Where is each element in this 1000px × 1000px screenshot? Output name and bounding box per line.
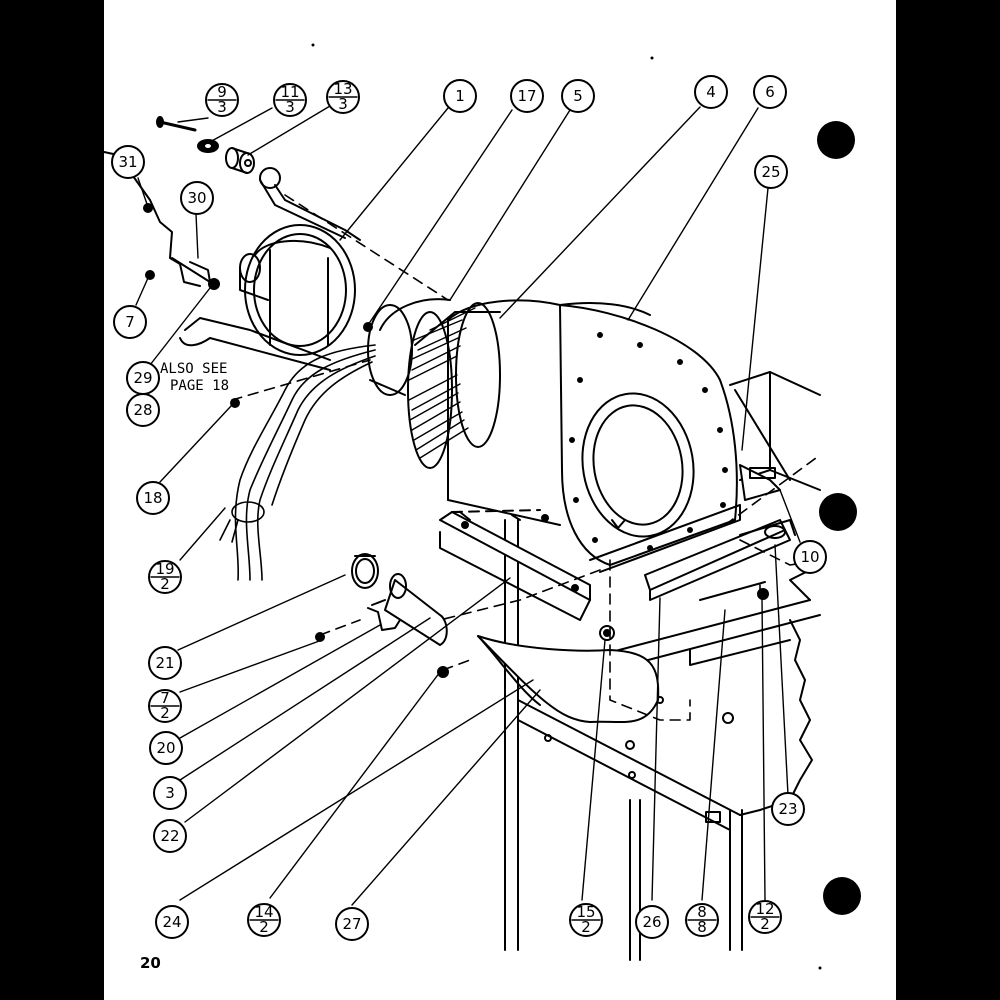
callout-1-text: 1 bbox=[455, 87, 465, 105]
fraction-14-2-bottom: 2 bbox=[259, 918, 269, 936]
callout-23-text: 23 bbox=[778, 800, 797, 818]
fraction-14-2-top: 14 bbox=[254, 903, 273, 921]
fraction-15-2-top: 15 bbox=[576, 903, 595, 921]
leader-lines bbox=[135, 105, 801, 906]
small-parts bbox=[315, 553, 615, 678]
wiring-harness bbox=[219, 344, 376, 581]
fraction-12-2-top: 12 bbox=[755, 900, 774, 918]
callout-20: 20 bbox=[149, 731, 183, 765]
callout-22: 22 bbox=[153, 819, 187, 853]
callout-3: 3 bbox=[153, 776, 187, 810]
fraction-8-8-bottom: 8 bbox=[697, 918, 707, 936]
callout-28-text: 28 bbox=[133, 401, 152, 419]
callout-5: 5 bbox=[561, 79, 595, 113]
callout-21: 21 bbox=[148, 646, 182, 680]
callout-17: 17 bbox=[510, 79, 544, 113]
callout-7: 7 bbox=[113, 305, 147, 339]
fraction-callout-9-3: 9 3 bbox=[205, 83, 239, 117]
callout-4: 4 bbox=[694, 75, 728, 109]
callout-23: 23 bbox=[771, 792, 805, 826]
binder-hole-top bbox=[817, 121, 855, 159]
callout-4-text: 4 bbox=[706, 83, 716, 101]
fraction-callout-19-2: 19 2 bbox=[148, 560, 182, 594]
fraction-13-3-bottom: 3 bbox=[338, 95, 348, 113]
fraction-callout-15-2: 15 2 bbox=[569, 903, 603, 937]
callout-31-text: 31 bbox=[118, 153, 137, 171]
mount-hardware bbox=[156, 116, 255, 174]
blower-rail-right bbox=[644, 389, 796, 601]
fraction-callout-13-3: 13 3 bbox=[326, 80, 360, 114]
callout-24: 24 bbox=[155, 905, 189, 939]
fraction-19-2-bottom: 2 bbox=[160, 575, 170, 593]
callout-6: 6 bbox=[753, 75, 787, 109]
blower-housing bbox=[447, 299, 741, 573]
fraction-13-3-top: 13 bbox=[333, 80, 352, 98]
fraction-callout-7-2: 7 2 bbox=[148, 689, 182, 723]
fraction-9-3-bottom: 3 bbox=[217, 98, 227, 116]
callout-27: 27 bbox=[335, 907, 369, 941]
callout-5-text: 5 bbox=[573, 87, 583, 105]
callout-26: 26 bbox=[635, 905, 669, 939]
fraction-8-8-top: 8 bbox=[697, 903, 707, 921]
callout-7-text: 7 bbox=[125, 313, 135, 331]
callout-3-text: 3 bbox=[165, 784, 175, 802]
fraction-callout-14-2: 14 2 bbox=[247, 903, 281, 937]
motor-mount-bracket bbox=[179, 167, 361, 371]
fraction-11-3-top: 11 bbox=[280, 83, 299, 101]
callout-1: 1 bbox=[443, 79, 477, 113]
callout-20-text: 20 bbox=[156, 739, 175, 757]
callout-30-text: 30 bbox=[187, 189, 206, 207]
callout-25: 25 bbox=[754, 155, 788, 189]
callout-24-text: 24 bbox=[162, 913, 181, 931]
fraction-callout-12-2: 12 2 bbox=[748, 900, 782, 934]
callout-30: 30 bbox=[180, 181, 214, 215]
callout-17-text: 17 bbox=[517, 87, 536, 105]
fraction-9-3-top: 9 bbox=[217, 83, 227, 101]
callout-31: 31 bbox=[111, 145, 145, 179]
blower-motor bbox=[367, 298, 451, 396]
fraction-callout-11-3: 11 3 bbox=[273, 83, 307, 117]
blower-wheel bbox=[407, 302, 501, 469]
callout-27-text: 27 bbox=[342, 915, 361, 933]
blower-rail-left bbox=[439, 509, 591, 621]
callout-10-text: 10 bbox=[800, 548, 819, 566]
fraction-7-2-bottom: 2 bbox=[160, 704, 170, 722]
fraction-15-2-bottom: 2 bbox=[581, 918, 591, 936]
page-number: 20 bbox=[140, 954, 161, 972]
callout-18: 18 bbox=[136, 481, 170, 515]
callout-6-text: 6 bbox=[765, 83, 775, 101]
see-also-note-line-1: ALSO SEE bbox=[160, 361, 227, 377]
callout-28: 28 bbox=[126, 393, 160, 427]
see-also-note-line-2: PAGE 18 bbox=[170, 378, 229, 394]
fraction-11-3-bottom: 3 bbox=[285, 98, 295, 116]
fraction-12-2-bottom: 2 bbox=[760, 915, 770, 933]
fraction-7-2-top: 7 bbox=[160, 689, 170, 707]
callout-21-text: 21 bbox=[155, 654, 174, 672]
binder-hole-middle bbox=[819, 493, 857, 531]
callout-29-text: 29 bbox=[133, 369, 152, 387]
callout-26-text: 26 bbox=[642, 913, 661, 931]
fraction-19-2-top: 19 bbox=[155, 560, 174, 578]
binder-hole-bottom bbox=[823, 877, 861, 915]
callout-29: 29 bbox=[126, 361, 160, 395]
callout-18-text: 18 bbox=[143, 489, 162, 507]
callout-10: 10 bbox=[793, 540, 827, 574]
callout-25-text: 25 bbox=[761, 163, 780, 181]
fraction-callout-8-8: 8 8 bbox=[685, 903, 719, 937]
callout-22-text: 22 bbox=[160, 827, 179, 845]
